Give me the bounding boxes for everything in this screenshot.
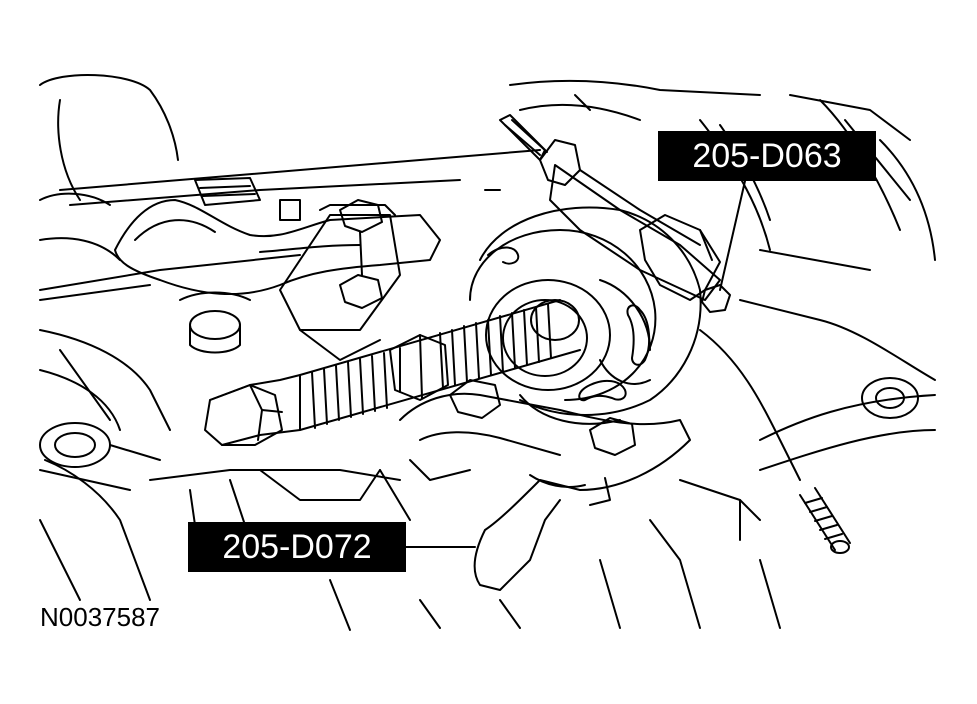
adapter-bar [500,115,730,312]
callout-label-205-d072: 205-D072 [188,522,406,572]
puller-plate [180,200,400,360]
puller-leg-lower [400,380,690,590]
forcing-screw [205,300,580,445]
figure-reference-number: N0037587 [40,602,160,632]
leader-line-d063 [720,181,745,290]
puller-leg-left [115,200,440,294]
callout-label-205-d063: 205-D063 [658,131,876,181]
